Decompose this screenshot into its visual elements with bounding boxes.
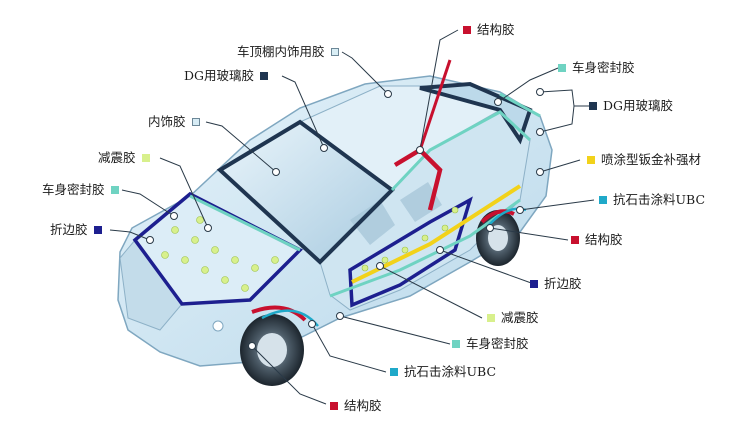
body-seal-swatch-icon [110,186,119,194]
structural-swatch-icon [463,26,471,34]
hemming-swatch-icon [530,280,538,288]
callout-interior-adhesive: 内饰胶 [148,114,200,130]
callout-damping-adhesive-bottom: 减震胶 [487,310,539,326]
callout-headliner-adhesive: 车顶棚内饰用胶 [237,44,339,60]
damping-swatch-icon [141,154,150,162]
hemming-swatch-icon [93,226,102,234]
callout-label: 车身密封胶 [572,60,635,75]
callout-structural-adhesive-top: 结构胶 [463,22,515,38]
damping-swatch-icon [487,314,495,322]
interior-swatch-icon [191,118,200,126]
callout-label: DG用玻璃胶 [184,68,255,83]
callout-label: 折边胶 [544,276,582,291]
dg-glass-swatch-icon [260,72,269,80]
callout-body-sealant-bottom: 车身密封胶 [452,336,529,352]
rear-wheel [476,210,520,266]
body-seal-swatch-icon [558,64,566,72]
callout-label: 车顶棚内饰用胶 [237,44,325,59]
callout-label: 减震胶 [98,150,136,165]
damping-dots [161,206,459,292]
callout-body-sealant-top: 车身密封胶 [558,60,635,76]
callout-label: 结构胶 [344,398,382,413]
callout-spray-sheet-metal-reinforcement: 喷涂型钣金补强材 [587,152,701,168]
callout-dg-glass-adhesive-right: DG用玻璃胶 [589,98,673,114]
callout-hemming-adhesive-left: 折边胶 [50,222,102,238]
callout-label: 减震胶 [501,310,539,325]
structural-lines [251,59,515,322]
callout-label: 喷涂型钣金补强材 [601,152,702,167]
callout-hemming-adhesive-right: 折边胶 [530,276,582,292]
callout-label: 内饰胶 [148,114,186,129]
callout-ubc-right: 抗石击涂料UBC [599,192,705,208]
body-seal-swatch-icon [452,340,460,348]
leader-dots [146,88,544,350]
callout-dg-glass-adhesive-left: DG用玻璃胶 [184,68,269,84]
callout-label: 结构胶 [477,22,515,37]
ubc-swatch-icon [390,368,398,376]
headliner-swatch-icon [330,48,339,56]
callout-label: 车身密封胶 [466,336,529,351]
callout-label: 抗石击涂料UBC [404,364,497,379]
callout-label: 结构胶 [585,232,623,247]
hemming-outline [132,191,473,308]
callout-label: DG用玻璃胶 [603,98,674,113]
structural-swatch-icon [330,402,338,410]
spray-sealant-swatch-icon [587,156,595,164]
front-wheel [240,314,304,386]
leader-lines [109,29,595,405]
callout-structural-adhesive-right: 结构胶 [571,232,623,248]
callout-structural-adhesive-bottom: 结构胶 [330,398,382,414]
structural-swatch-icon [571,236,579,244]
callout-label: 车身密封胶 [42,182,105,197]
callout-ubc-bottom: 抗石击涂料UBC [390,364,496,380]
callout-body-sealant-left: 车身密封胶 [42,182,119,198]
callout-label: 折边胶 [50,222,88,237]
ubc-swatch-icon [599,196,607,204]
callout-damping-adhesive-left: 减震胶 [98,150,150,166]
dg-glass-swatch-icon [589,102,597,110]
callout-label: 抗石击涂料UBC [613,192,706,207]
